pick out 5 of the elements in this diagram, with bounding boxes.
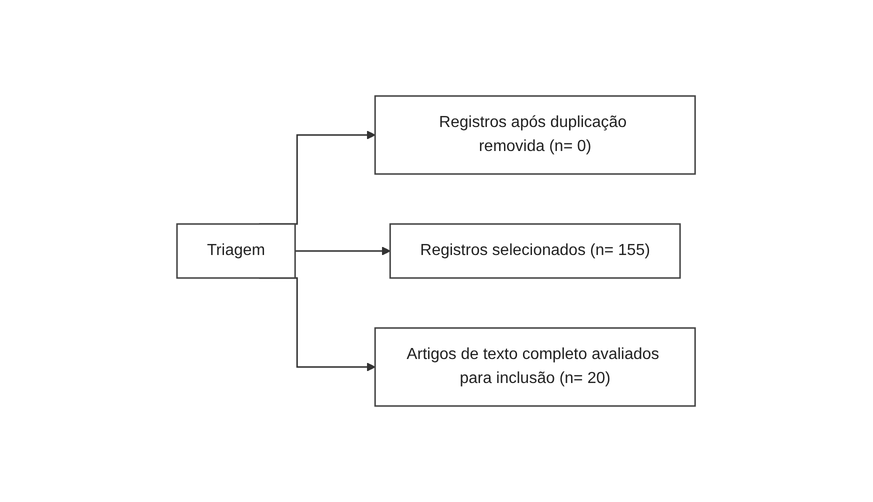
node-box: Registros selecionados (n= 155) <box>390 223 682 279</box>
node-box: Artigos de texto completo avaliados para inclusão (n= 20) <box>374 327 696 407</box>
node-box: Triagem <box>176 223 296 279</box>
arrow <box>296 246 391 256</box>
node-box: Registros após duplicação removida (n= 0) <box>374 95 696 175</box>
